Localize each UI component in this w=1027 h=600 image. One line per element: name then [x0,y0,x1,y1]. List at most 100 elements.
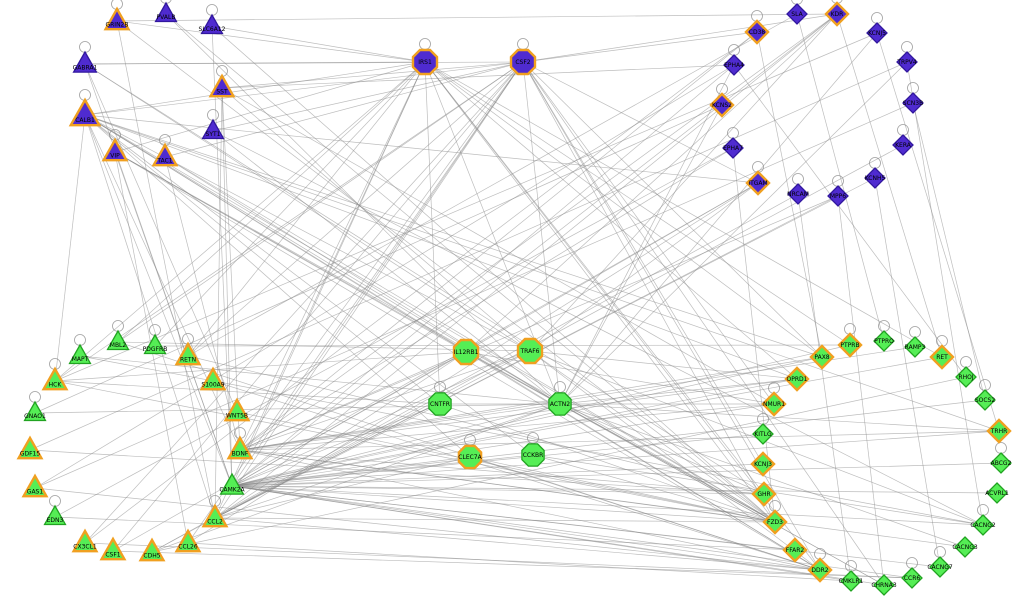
edge-SYT1-CACNG2 [212,130,984,526]
node-TAC1[interactable] [151,142,179,167]
node-ITGAM[interactable] [745,170,771,196]
edge-NRCAM-CDH5 [151,193,799,553]
node-GHR[interactable] [751,481,777,507]
node-PTPRO[interactable] [873,330,895,352]
node-RETN[interactable] [174,341,202,366]
node-KCNS2[interactable] [709,92,735,118]
node-MPP6[interactable] [827,185,849,207]
node-TRPV4[interactable] [896,51,918,73]
self-loop-ACTN2 [554,381,566,393]
node-BDNF[interactable] [226,435,254,460]
node-CACNG3[interactable] [954,536,976,558]
edge-KCNH5-CACNG7 [874,177,941,568]
edge-SCN3B-GAS1 [34,102,914,489]
edge-IRS1-CCL2 [214,61,426,519]
node-CSF1[interactable] [99,536,127,561]
edge-HCK-FZD3 [54,380,776,523]
node-GAS1[interactable] [21,473,49,498]
node-IL12RB1[interactable] [452,338,480,366]
edge-VIP-FZD3 [114,151,776,523]
edge-CLEC7A-FZD3 [469,456,776,523]
node-EDN3[interactable] [43,504,67,526]
node-CHRNA3[interactable] [873,574,895,596]
node-MAPT[interactable] [68,343,92,365]
node-MBL2[interactable] [106,329,130,351]
node-GDF15[interactable] [16,435,44,460]
edge-CALB1-DDR2 [84,114,821,571]
node-CCL2[interactable] [201,503,229,528]
node-CCKBR[interactable] [521,443,545,467]
node-TRHR[interactable] [986,418,1012,444]
node-EPHA4[interactable] [723,54,745,76]
node-ABCG2[interactable] [990,452,1012,474]
edge-CAMK2A-KITLG [231,433,764,487]
node-IRS1[interactable] [411,48,439,76]
edge-SST-NMUR1 [221,87,775,405]
node-GNAO1[interactable] [23,400,47,422]
node-KITLG[interactable] [752,423,774,445]
node-GRIN2B[interactable] [103,6,131,31]
edge-KCNJ5-HCK [54,32,878,382]
node-SCN3B[interactable] [902,92,924,114]
node-WNT5B[interactable] [223,397,251,422]
edge-CDH5-RHOJ [151,376,967,553]
node-CCR6[interactable] [901,567,923,589]
node-SYT1[interactable] [201,118,225,140]
node-RAMP3[interactable] [904,336,926,358]
node-VIP[interactable] [101,137,129,162]
node-HCK[interactable] [41,366,69,391]
edge-ACTN2-CCL2 [214,403,561,519]
node-CD38[interactable] [744,19,770,45]
node-NMUR1[interactable] [761,391,787,417]
node-CMKLR1[interactable] [840,570,862,592]
node-KERA[interactable] [892,134,914,156]
self-loop-KCNH5 [869,157,881,169]
node-FFAR2[interactable] [782,537,808,563]
node-ACTN2[interactable] [548,392,572,416]
node-NRCAM[interactable] [787,183,809,205]
self-loop-EPHA7 [727,127,739,139]
edge-CSF2-CD38 [522,31,758,63]
node-CX3CL1[interactable] [71,528,99,553]
node-SLC6A12[interactable] [200,13,224,35]
node-CNTFR[interactable] [428,392,452,416]
self-loop-TRPV4 [901,41,913,53]
node-SST[interactable] [208,73,236,98]
node-PVALB[interactable] [154,1,178,23]
node-CCL26[interactable] [174,528,202,553]
edge-SST-EPHA4 [221,64,735,89]
node-KCNJ3[interactable] [750,451,776,477]
node-ACVRL1[interactable] [986,482,1008,504]
node-RET[interactable] [929,344,955,370]
node-SOCS2[interactable] [974,389,996,411]
self-loop-MPP6 [832,175,844,187]
node-KCNJ5[interactable] [866,22,888,44]
node-CACNG7[interactable] [929,556,951,578]
node-DDR2[interactable] [807,557,833,583]
edge-BDNF-SST [221,87,241,451]
node-KDR[interactable] [824,1,850,27]
node-EPHA7[interactable] [722,137,744,159]
node-S100A9[interactable] [199,366,227,391]
node-SLA[interactable] [786,3,808,25]
node-RHOJ[interactable] [955,366,977,388]
node-PAX8[interactable] [809,344,835,370]
node-OPRD1[interactable] [784,366,810,392]
edge-CAMK2A-CACNG2 [231,485,984,526]
node-CAMK2A[interactable] [219,472,245,495]
node-KCNH5[interactable] [864,167,886,189]
node-CACNG2[interactable] [972,514,994,536]
node-FZD3[interactable] [762,509,788,535]
node-CALB1[interactable] [68,97,102,127]
node-CDH5[interactable] [138,537,166,562]
node-PTPRB[interactable] [837,332,863,358]
node-GABRA1[interactable] [72,50,98,73]
node-CSF2[interactable] [509,48,537,76]
node-PDGFRB[interactable] [143,333,167,355]
edge-IRS1-SLC6A12 [211,25,426,63]
edge-SCN3B-SOCS2 [912,102,986,401]
node-TRAF6[interactable] [516,337,544,365]
node-CLEC7A[interactable] [457,444,483,470]
